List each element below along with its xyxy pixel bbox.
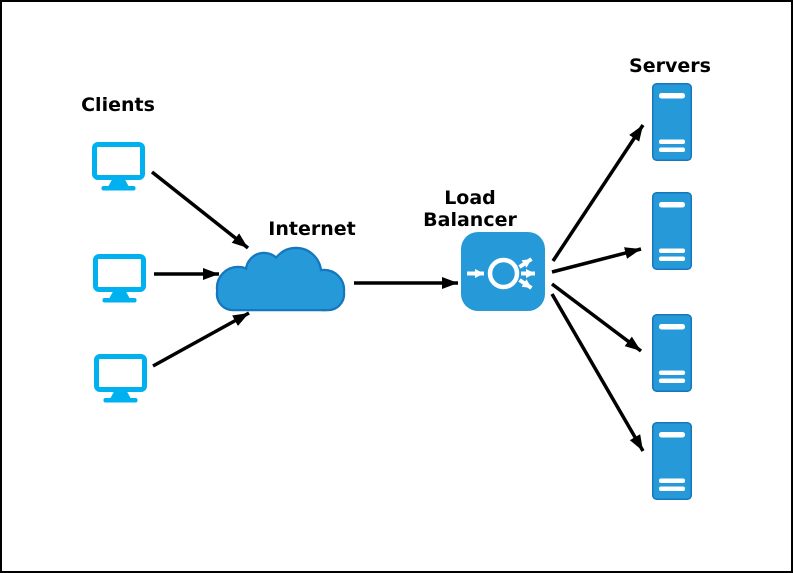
arrow-client1-internet — [150, 170, 250, 250]
server-icon-2 — [652, 192, 692, 270]
desktop-monitor-icon-1 — [95, 145, 143, 191]
desktop-monitor-icon-2 — [96, 257, 144, 303]
internet-label: Internet — [268, 218, 356, 240]
load-balancer-label: Load Balancer — [423, 187, 517, 231]
server-icon-4 — [652, 422, 692, 500]
server-icon-3 — [652, 314, 692, 392]
load-balancer-icon — [461, 232, 545, 311]
arrow-client3-internet — [152, 311, 250, 368]
clients-label: Clients — [81, 94, 155, 116]
servers-label: Servers — [629, 55, 711, 77]
server-icon-1 — [652, 83, 692, 161]
arrow-loadbalancer-server2 — [551, 247, 642, 274]
arrow-loadbalancer-server1 — [551, 124, 645, 262]
cloud-icon — [215, 246, 346, 312]
desktop-monitor-icon-3 — [97, 357, 145, 403]
arrow-loadbalancer-server3 — [550, 282, 643, 353]
arrow-loadbalancer-server4 — [550, 293, 645, 452]
